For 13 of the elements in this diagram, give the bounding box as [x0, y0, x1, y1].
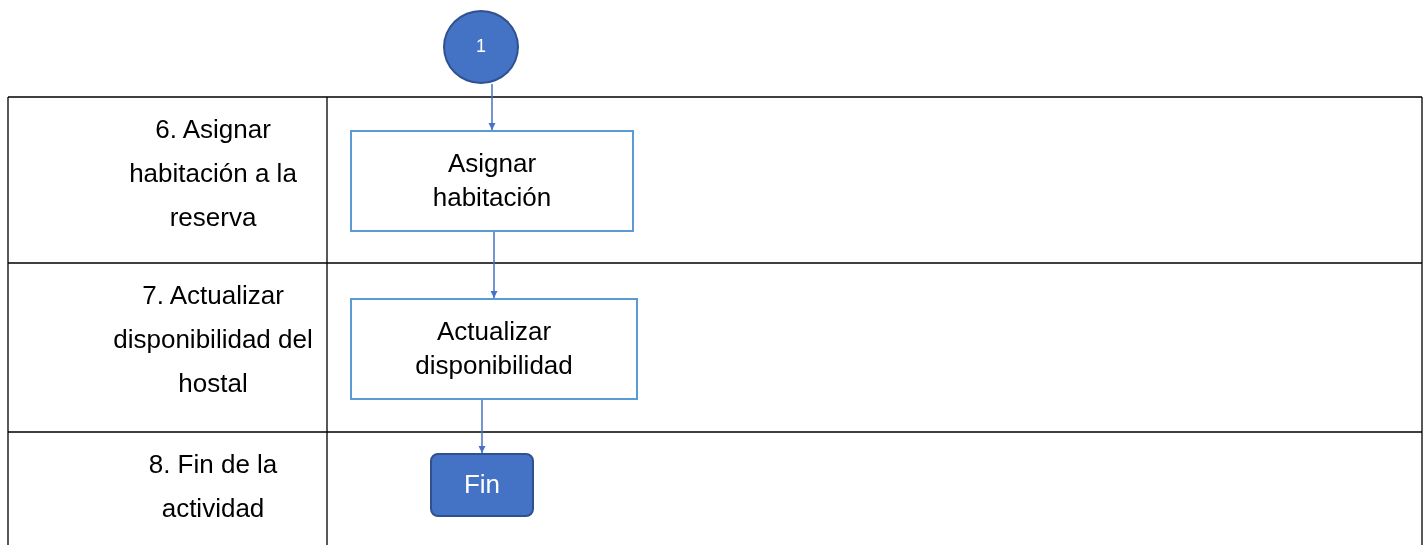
node-text: 1: [476, 35, 486, 59]
arrow: [478, 399, 486, 454]
step-description: 8. Fin de la actividad: [147, 448, 279, 525]
step-description: 7. Actualizar disponibilidad del hostal: [113, 279, 313, 400]
process-box: [350, 130, 634, 232]
node-text: Fin: [463, 468, 501, 502]
step-description: 6. Asignar habitación a la reserva: [128, 113, 298, 234]
terminator-box: [430, 453, 534, 517]
node-text: Actualizar disponibilidad: [414, 315, 574, 382]
process-box: [350, 298, 638, 400]
arrow: [490, 231, 498, 299]
arrow: [488, 83, 496, 131]
node-text: Asignar habitación: [431, 147, 553, 214]
